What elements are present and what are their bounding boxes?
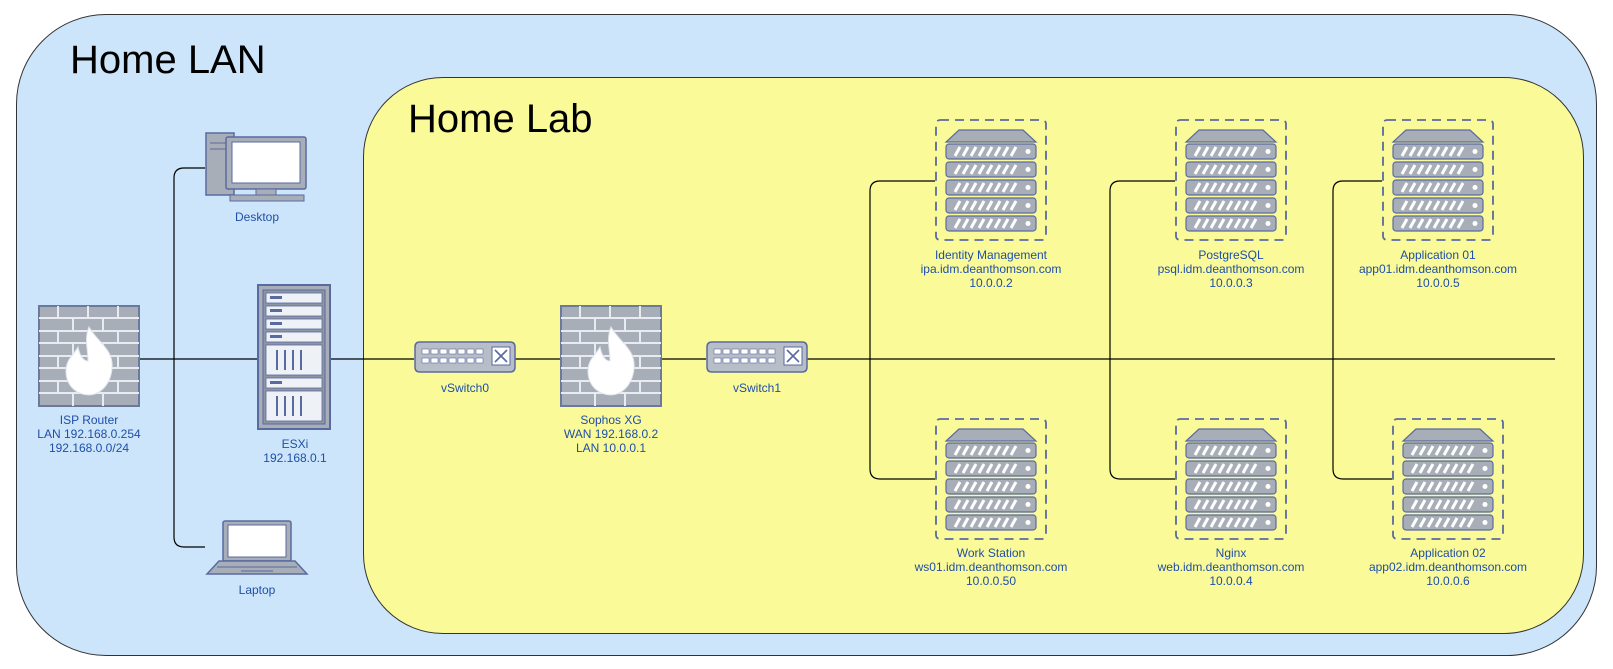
vswitch0-label: vSwitch0 [441, 381, 489, 395]
idm-host: ipa.idm.deanthomson.com [920, 262, 1062, 276]
link-app01 [1332, 180, 1382, 359]
laptop-name: Laptop [238, 583, 276, 597]
desktop-node[interactable] [205, 131, 309, 203]
sophos-name: Sophos XG [580, 413, 642, 427]
link-idm [869, 180, 935, 359]
link-app02 [1332, 359, 1392, 480]
ws01-server-node[interactable] [935, 418, 1047, 540]
psql-ip: 10.0.0.3 [1209, 276, 1253, 290]
home-lan-title: Home LAN [70, 38, 266, 82]
psql-name: PostgreSQL [1198, 248, 1264, 262]
app02-host: app02.idm.deanthomson.com [1368, 560, 1528, 574]
app02-label: Application 02 app02.idm.deanthomson.com… [1369, 546, 1527, 588]
isp-router-lan: LAN 192.168.0.254 [37, 427, 141, 441]
virtual-server-icon [1382, 119, 1494, 241]
link-laptop [173, 359, 205, 548]
isp-router-label: ISP Router LAN 192.168.0.254 192.168.0.0… [37, 413, 140, 455]
sophos-label: Sophos XG WAN 192.168.0.2 LAN 10.0.0.1 [564, 413, 658, 455]
app01-host: app01.idm.deanthomson.com [1358, 262, 1518, 276]
idm-server-node[interactable] [935, 119, 1047, 241]
link-psql [1109, 180, 1175, 359]
nginx-ip: 10.0.0.4 [1209, 574, 1253, 588]
network-switch-icon [414, 341, 516, 373]
ws01-name: Work Station [956, 546, 1026, 560]
nginx-name: Nginx [1215, 546, 1247, 560]
psql-host: psql.idm.deanthomson.com [1157, 262, 1305, 276]
virtual-server-icon [935, 119, 1047, 241]
link-desktop [173, 167, 205, 359]
vswitch0-node[interactable] [414, 341, 516, 373]
nginx-label: Nginx web.idm.deanthomson.com 10.0.0.4 [1158, 546, 1305, 588]
link-ws01 [869, 359, 935, 480]
virtual-server-icon [935, 418, 1047, 540]
nginx-host: web.idm.deanthomson.com [1157, 560, 1305, 574]
esxi-ip: 192.168.0.1 [263, 451, 327, 465]
virtual-server-icon [1175, 418, 1287, 540]
esxi-node[interactable] [257, 284, 331, 430]
esxi-label: ESXi 192.168.0.1 [263, 437, 326, 465]
sophos-wan: WAN 192.168.0.2 [563, 427, 659, 441]
esxi-name: ESXi [281, 437, 309, 451]
desktop-name: Desktop [234, 210, 280, 224]
nginx-server-node[interactable] [1175, 418, 1287, 540]
desktop-computer-icon [205, 132, 307, 202]
home-lab-title: Home Lab [408, 97, 593, 141]
laptop-icon [205, 520, 309, 575]
app01-label: Application 01 app01.idm.deanthomson.com… [1359, 248, 1517, 290]
isp-router-name: ISP Router [59, 413, 119, 427]
app02-name: Application 02 [1410, 546, 1486, 560]
idm-ip: 10.0.0.2 [969, 276, 1013, 290]
psql-label: PostgreSQL psql.idm.deanthomson.com 10.0… [1158, 248, 1305, 290]
virtual-server-icon [1175, 119, 1287, 241]
ws01-ip: 10.0.0.50 [965, 574, 1017, 588]
laptop-label: Laptop [239, 583, 276, 597]
app01-ip: 10.0.0.5 [1416, 276, 1460, 290]
sophos-node[interactable] [560, 305, 662, 407]
vswitch0-name: vSwitch0 [440, 381, 490, 395]
vswitch1-name: vSwitch1 [732, 381, 782, 395]
server-rack-icon [257, 284, 331, 430]
psql-server-node[interactable] [1175, 119, 1287, 241]
firewall-icon [38, 305, 140, 407]
app02-ip: 10.0.0.6 [1426, 574, 1470, 588]
laptop-node[interactable] [205, 520, 309, 576]
network-switch-icon [706, 341, 808, 373]
ws01-label: Work Station ws01.idm.deanthomson.com 10… [915, 546, 1068, 588]
app02-server-node[interactable] [1392, 418, 1504, 540]
ws01-host: ws01.idm.deanthomson.com [914, 560, 1068, 574]
app01-name: Application 01 [1400, 248, 1476, 262]
link-nginx [1109, 359, 1175, 480]
vswitch1-label: vSwitch1 [733, 381, 781, 395]
virtual-server-icon [1392, 418, 1504, 540]
vswitch1-node[interactable] [706, 341, 808, 373]
idm-name: Identity Management [934, 248, 1048, 262]
sophos-lan: LAN 10.0.0.1 [575, 441, 647, 455]
isp-router-subnet: 192.168.0.0/24 [48, 441, 130, 455]
app01-server-node[interactable] [1382, 119, 1494, 241]
isp-router-node[interactable] [38, 305, 140, 407]
idm-label: Identity Management ipa.idm.deanthomson.… [921, 248, 1062, 290]
desktop-label: Desktop [235, 210, 279, 224]
firewall-icon [560, 305, 662, 407]
